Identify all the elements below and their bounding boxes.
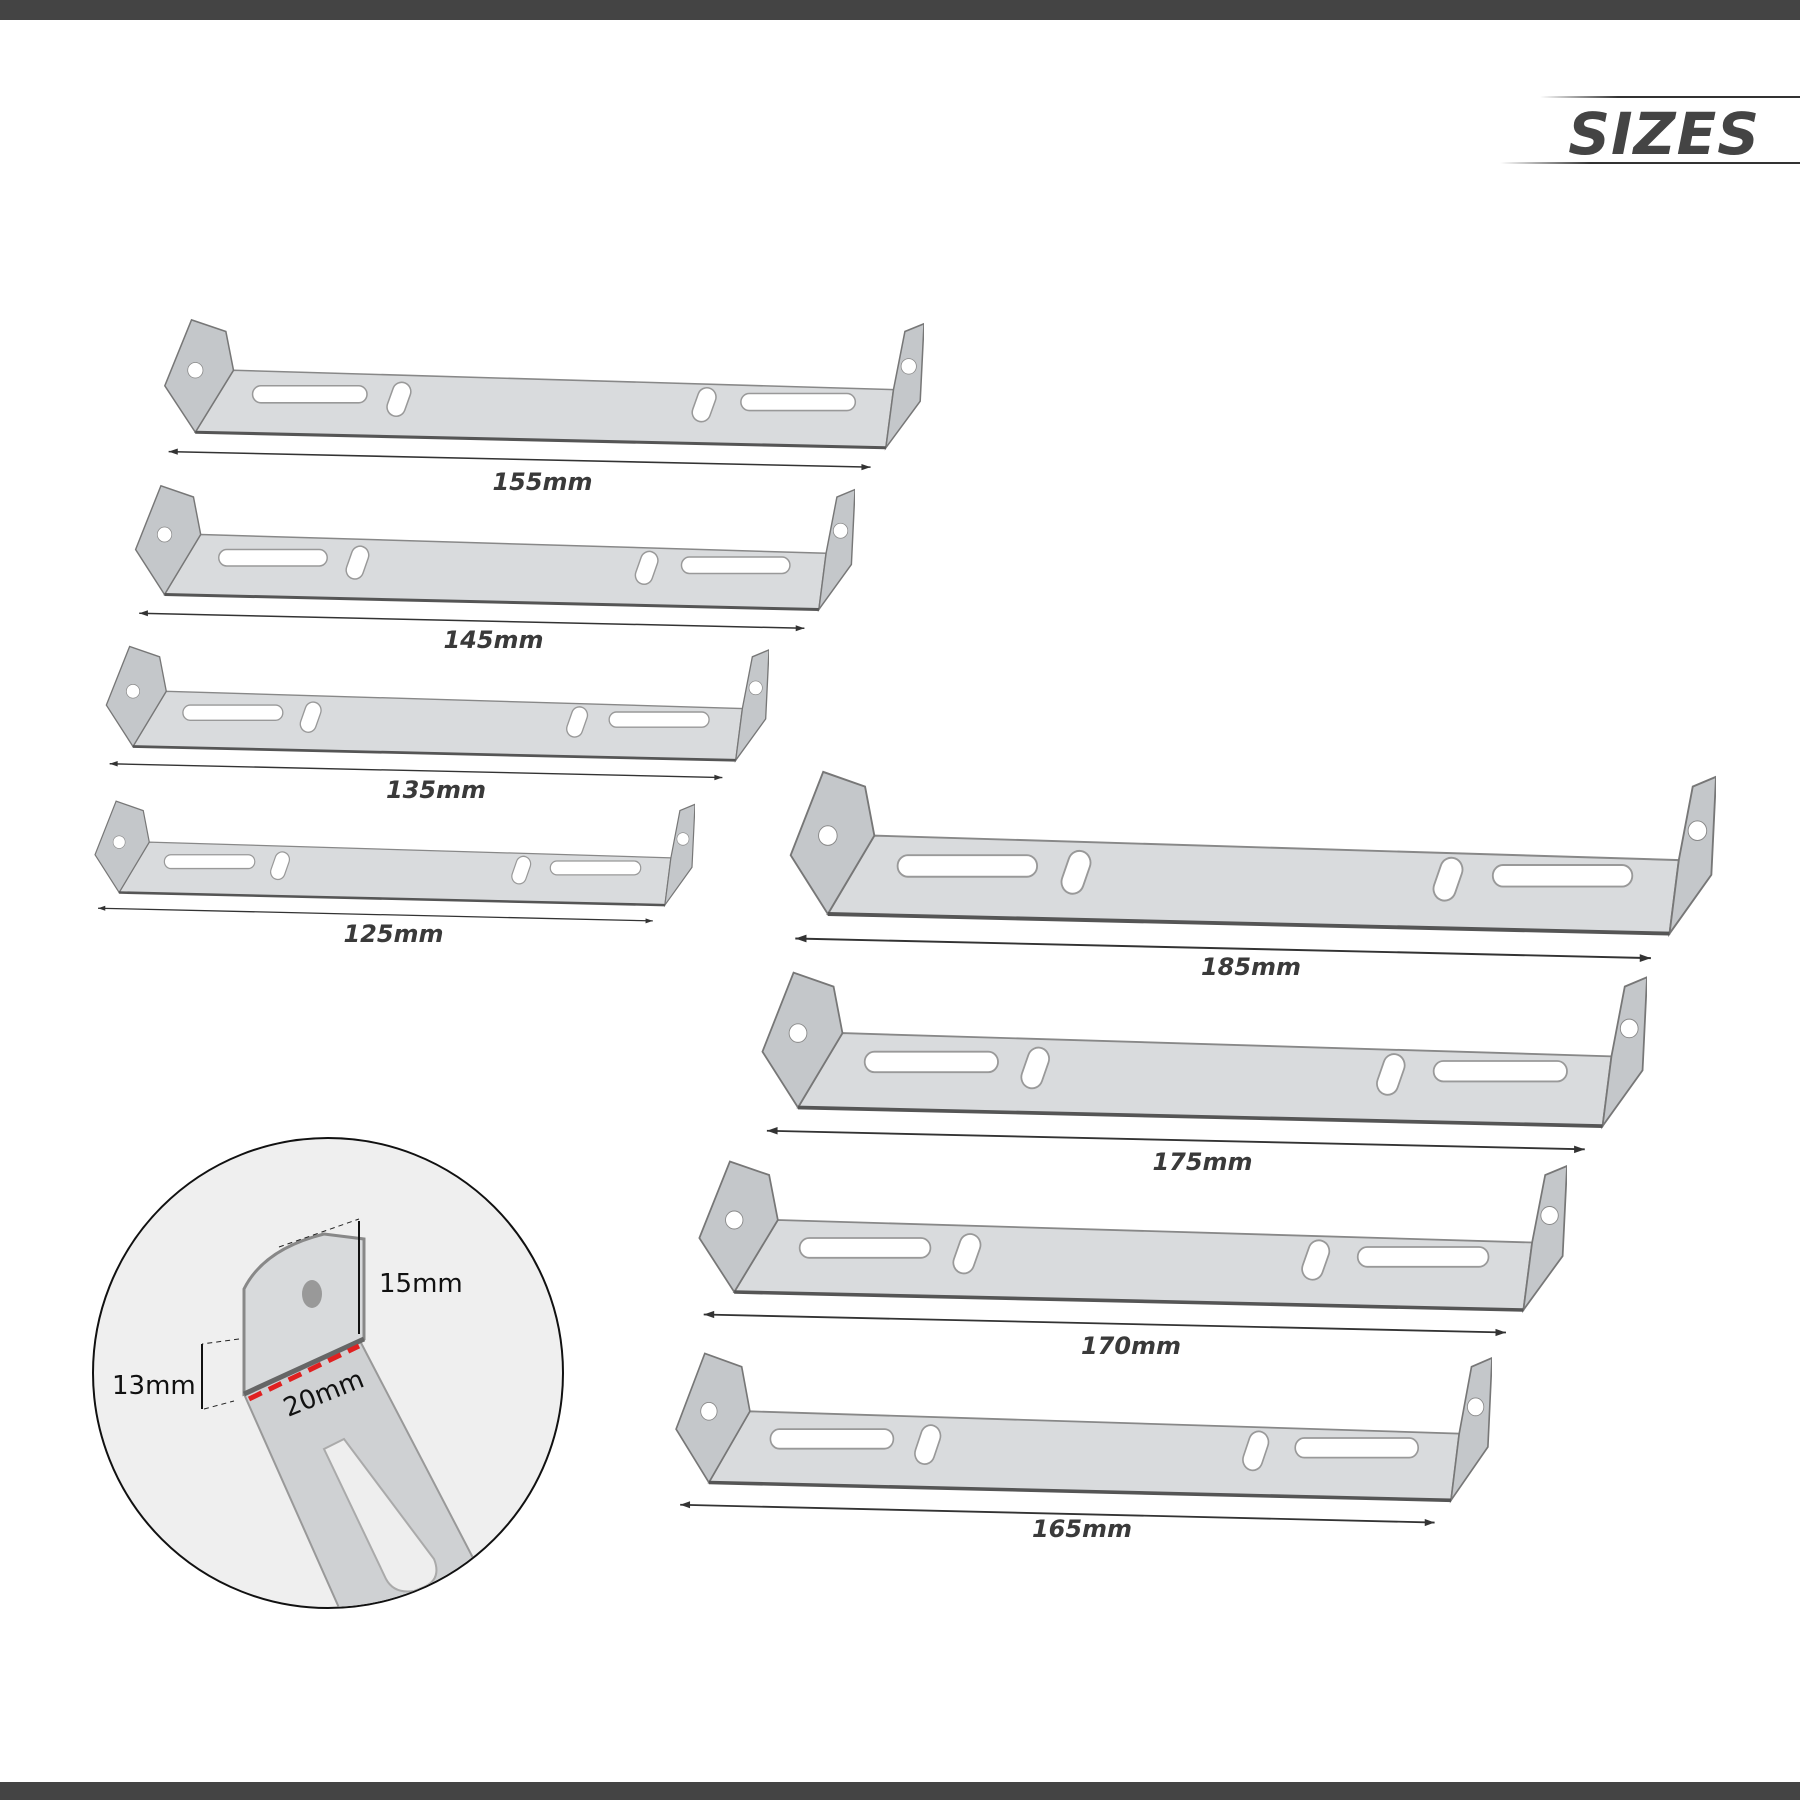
tab-height-15-label: 15mm xyxy=(379,1269,463,1299)
bracket-illustration xyxy=(698,1160,1567,1337)
bracket-size-label: 165mm xyxy=(1031,1515,1133,1543)
page-title: SIZES xyxy=(1568,100,1760,168)
bracket-size-label: 145mm xyxy=(443,626,544,654)
bracket-185mm: 185mm xyxy=(786,767,1716,981)
bracket-135mm: 135mm xyxy=(103,643,769,804)
bracket-illustration xyxy=(761,971,1647,1154)
bracket-size-label: 135mm xyxy=(385,776,487,804)
heading-line-top xyxy=(1540,96,1800,98)
bottom-bar xyxy=(0,1782,1800,1800)
bracket-155mm: 155mm xyxy=(161,316,924,496)
bracket-illustration xyxy=(163,318,924,471)
bracket-illustration xyxy=(789,770,1716,963)
width-dimension-line xyxy=(247,1343,361,1402)
heading-line-bottom xyxy=(1500,162,1800,164)
bracket-illustration xyxy=(134,484,855,632)
top-bar xyxy=(0,0,1800,20)
bracket-illustration xyxy=(94,800,695,924)
bracket-illustration xyxy=(675,1352,1492,1527)
bracket-125mm: 125mm xyxy=(92,798,695,948)
bracket-size-label: 185mm xyxy=(1200,953,1302,981)
bracket-145mm: 145mm xyxy=(132,482,855,654)
bracket-size-label: 155mm xyxy=(492,468,593,496)
bracket-170mm: 170mm xyxy=(695,1157,1567,1360)
bracket-size-label: 175mm xyxy=(1152,1148,1253,1176)
bracket-detail-illustration xyxy=(201,1218,486,1607)
bracket-165mm: 165mm xyxy=(672,1349,1492,1543)
bracket-175mm: 175mm xyxy=(758,968,1647,1176)
sizes-heading: SIZES xyxy=(1500,96,1800,168)
tab-height-13-label: 13mm xyxy=(112,1371,196,1401)
bracket-size-label: 170mm xyxy=(1080,1332,1182,1360)
bracket-illustration xyxy=(105,645,769,781)
bracket-size-label: 125mm xyxy=(343,920,444,948)
detail-zoom-circle: 15mm 13mm 20mm xyxy=(92,1137,564,1609)
